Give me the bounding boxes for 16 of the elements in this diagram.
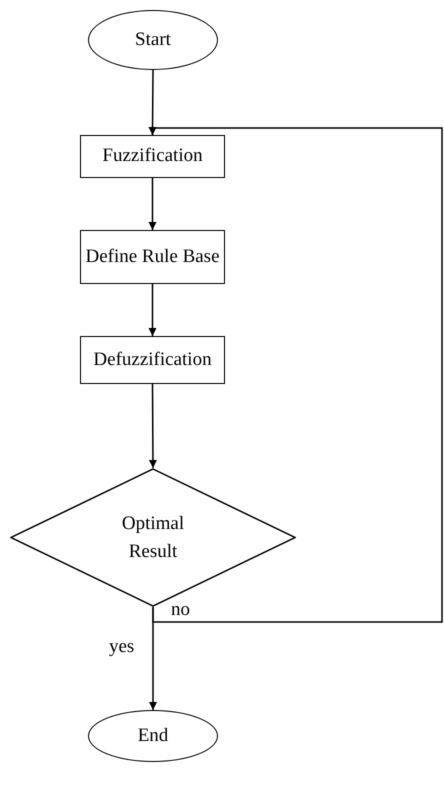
- node-label: Fuzzification: [102, 144, 203, 168]
- arrow: [148, 127, 443, 623]
- arrow: [148, 284, 156, 336]
- node-label: Define Rule Base: [85, 244, 220, 269]
- process-box: [80, 230, 225, 284]
- process-box: [80, 336, 225, 384]
- node-label: Defuzzification: [93, 348, 212, 372]
- arrow: [148, 384, 157, 468]
- node-label: Start: [135, 28, 171, 52]
- terminal-ellipse: [88, 10, 218, 70]
- terminal-ellipse: [88, 710, 218, 762]
- decision-diamond: [10, 468, 296, 607]
- arrow: [148, 178, 156, 230]
- process-box: [80, 135, 225, 178]
- node-label: Optimal Result: [120, 512, 186, 564]
- node-label: End: [138, 724, 168, 748]
